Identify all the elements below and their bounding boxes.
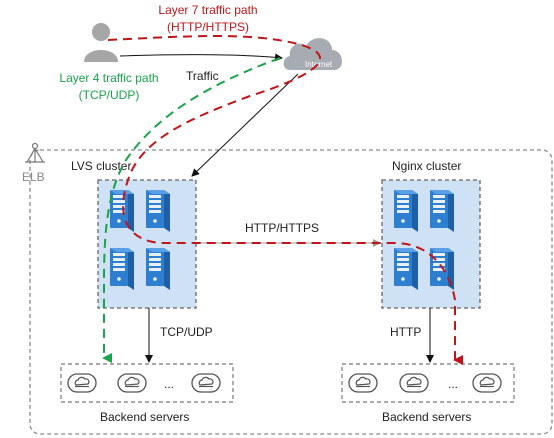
layer4-subtitle: (TCP/UDP) — [79, 88, 140, 102]
cloud-server-icon — [67, 373, 97, 393]
cloud-server-icon — [117, 373, 147, 393]
layer4-traffic-path — [102, 57, 281, 363]
internet-to-lvs-arrow — [191, 73, 299, 177]
backend-group-right — [341, 363, 515, 403]
elb-label: ELB — [22, 170, 45, 184]
http-https-label: HTTP/HTTPS — [245, 221, 319, 235]
ellipsis-right: ... — [448, 377, 458, 391]
cloud-server-icon — [348, 373, 378, 393]
server-rack-icon — [394, 248, 418, 290]
internet-label: Internet — [305, 60, 333, 69]
traffic-arrow — [119, 53, 283, 62]
backend-servers-right-label: Backend servers — [382, 410, 471, 424]
layer4-title: Layer 4 traffic path — [59, 71, 158, 85]
user-icon — [84, 23, 118, 62]
layer7-traffic-path — [107, 35, 463, 365]
layer7-title: Layer 7 traffic path — [158, 3, 257, 17]
ellipsis-left: ... — [164, 377, 174, 391]
elb-icon — [25, 142, 45, 163]
tcp-udp-label: TCP/UDP — [160, 325, 213, 339]
nginx-cluster-label: Nginx cluster — [392, 159, 461, 173]
server-rack-icon — [146, 190, 170, 232]
backend-group-left — [60, 363, 234, 403]
server-rack-icon — [146, 248, 170, 290]
cloud-server-icon — [472, 373, 502, 393]
internet-cloud-icon — [283, 38, 343, 70]
http-label: HTTP — [390, 325, 421, 339]
traffic-label: Traffic — [186, 69, 219, 83]
backend-servers-left-label: Backend servers — [100, 410, 189, 424]
cloud-server-icon — [191, 373, 221, 393]
server-rack-icon — [110, 190, 134, 232]
cloud-server-icon — [399, 373, 429, 393]
server-rack-icon — [430, 190, 454, 232]
server-rack-icon — [394, 190, 418, 232]
lvs-cluster-label: LVS cluster — [71, 159, 131, 173]
server-rack-icon — [110, 248, 134, 290]
layer7-subtitle: (HTTP/HTTPS) — [167, 20, 249, 34]
